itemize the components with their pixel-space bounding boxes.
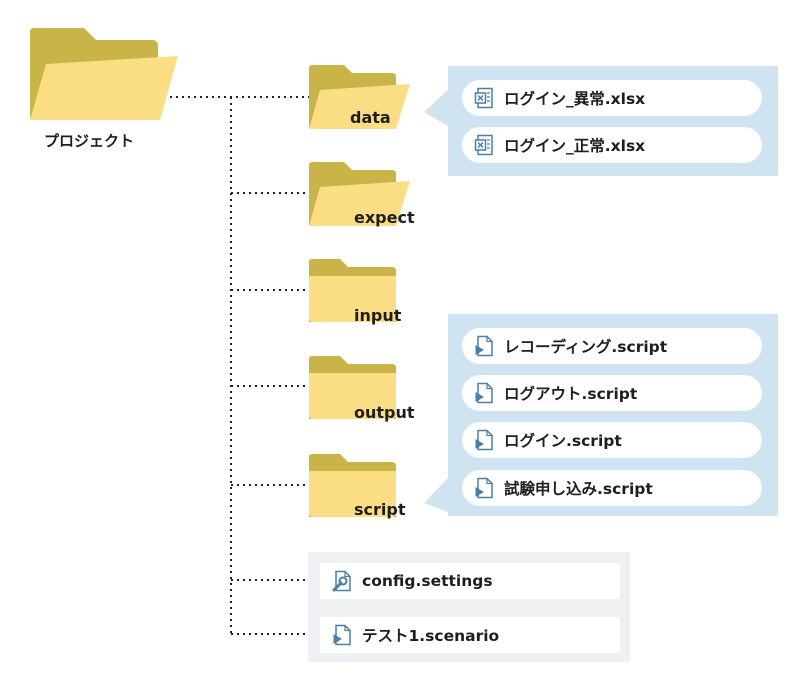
closed-folder-icon: [309, 356, 396, 419]
file-item[interactable]: ログアウト.script: [462, 375, 762, 411]
file-label: config.settings: [362, 572, 493, 590]
folder-label-data: data: [350, 108, 391, 127]
script-file-icon: [475, 382, 493, 404]
file-item[interactable]: ログイン_異常.xlsx: [462, 80, 762, 116]
excel-file-icon: [474, 87, 493, 109]
folder-label-output: output: [354, 403, 415, 422]
file-label: ログイン.script: [504, 432, 622, 450]
file-label: ログイン_異常.xlsx: [504, 90, 646, 108]
scenario-file-icon: [333, 624, 351, 646]
root-folder-label: プロジェクト: [44, 132, 135, 150]
closed-folder-icon: [309, 454, 396, 517]
file-label: ログアウト.script: [504, 385, 638, 403]
file-item[interactable]: ログイン.script: [462, 422, 762, 458]
open-folder-icon: [309, 65, 410, 129]
folder-label-script: script: [354, 500, 406, 519]
open-folder-icon: [309, 162, 410, 226]
file-label: 試験申し込み.script: [504, 480, 653, 498]
file-item[interactable]: テスト1.scenario: [320, 617, 620, 653]
script-file-icon: [475, 429, 493, 451]
script-file-icon: [475, 335, 493, 357]
file-item[interactable]: config.settings: [320, 563, 620, 599]
file-item[interactable]: レコーディング.script: [462, 328, 762, 364]
file-label: ログイン_正常.xlsx: [504, 137, 646, 155]
folder-label-input: input: [354, 306, 402, 325]
file-label: レコーディング.script: [504, 338, 668, 356]
data-callout-pointer: [424, 90, 448, 126]
settings-file-icon: [332, 570, 351, 592]
folder-label-expect: expect: [354, 208, 415, 227]
file-item[interactable]: ログイン_正常.xlsx: [462, 127, 762, 163]
script-file-icon: [475, 477, 493, 499]
script-callout-pointer: [424, 478, 448, 512]
open-folder-icon: [30, 28, 178, 120]
closed-folder-icon: [309, 259, 396, 322]
file-item[interactable]: 試験申し込み.script: [462, 470, 762, 506]
file-label: テスト1.scenario: [362, 627, 500, 645]
excel-file-icon: [474, 134, 493, 156]
